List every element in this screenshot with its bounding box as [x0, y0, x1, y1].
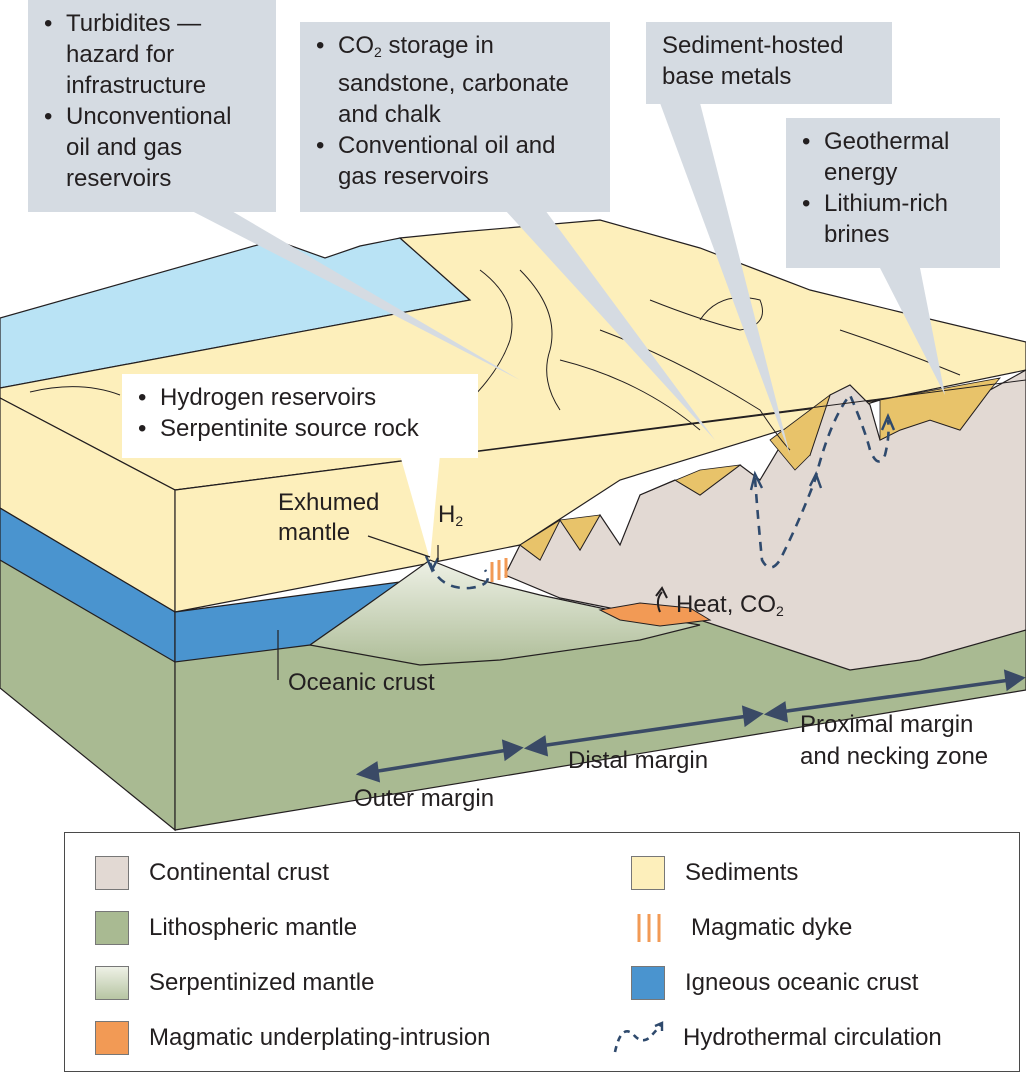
pointer-hydrogen [400, 455, 440, 560]
callout-turbidites: Turbidites — hazard for infrastructure U… [28, 0, 276, 212]
synrift-wedge-1 [769, 393, 831, 471]
magmatic-dykes [490, 558, 508, 582]
callout-base-metals-text: Sediment-hosted base metals [662, 32, 844, 90]
label-exhumed-mantle: Exhumed mantle [278, 489, 380, 546]
hydrothermal-circulation-icon [613, 1021, 664, 1053]
callout-hydrogen: Hydrogen reservoirs Serpentinite source … [122, 374, 478, 458]
callout-base-metals: Sediment-hosted base metals [646, 22, 892, 104]
legend-item: Sediments [631, 855, 798, 891]
legend-label: Serpentinized mantle [149, 969, 375, 996]
magmatic-underplating [598, 602, 712, 627]
callout-geothermal-item: Geothermal energy [800, 126, 986, 188]
legend: Continental crust Lithospheric mantle Se… [64, 832, 1020, 1072]
callout-geothermal: Geothermal energy Lithium-rich brines [786, 118, 1000, 268]
pointer-base-metals [660, 103, 790, 455]
legend-item: Igneous oceanic crust [631, 965, 918, 1001]
hydrothermal-circulation [428, 392, 890, 590]
legend-label: Lithospheric mantle [149, 914, 358, 941]
synrift-wedge-4 [519, 514, 601, 561]
legend-swatch-lithospheric-mantle [95, 911, 129, 945]
callout-turbidites-item: Turbidites — hazard for infrastructure [42, 8, 262, 101]
callout-conventional-item: Conventional oil and gas reservoirs [314, 130, 596, 192]
synrift-wedge-2 [879, 377, 1002, 441]
legend-label: Magmatic dyke [691, 914, 853, 941]
zone-proximal-line2: and necking zone [800, 743, 989, 770]
synrift-wedge-3 [639, 464, 742, 496]
legend-item: Lithospheric mantle [95, 910, 357, 946]
callout-co2-item: CO2 storage in sandstone, carbonate and … [314, 30, 596, 130]
callout-co2-storage: CO2 storage in sandstone, carbonate and … [300, 22, 610, 212]
hydrothermal-arrowheads [424, 412, 896, 573]
legend-swatch-igneous-oceanic-crust [631, 966, 665, 1000]
legend-swatch-magmatic-underplating [95, 1021, 129, 1055]
pointer-co2 [505, 210, 715, 440]
legend-label: Magmatic underplating-intrusion [149, 1024, 491, 1051]
zone-distal-margin: Distal margin [568, 747, 709, 774]
callout-turbidites-item: Unconventional oil and gas reservoirs [42, 101, 262, 194]
pointer-turbidites [190, 210, 520, 380]
label-heat-co2: Heat, CO2 [676, 591, 784, 619]
legend-label: Sediments [685, 859, 799, 886]
callout-hydrogen-item: Serpentinite source rock [136, 413, 464, 444]
heat-arrow [656, 591, 663, 613]
label-oceanic-crust: Oceanic crust [288, 669, 435, 696]
legend-item: Serpentinized mantle [95, 965, 374, 1001]
zone-proximal-line1: Proximal margin [800, 711, 974, 738]
legend-item: Magmatic underplating-intrusion [95, 1020, 491, 1056]
zone-arrows [355, 669, 1026, 783]
legend-swatch-serpentinized-mantle [95, 966, 129, 1000]
zone-outer-margin: Outer margin [354, 785, 495, 812]
legend-label: Continental crust [149, 859, 330, 886]
legend-item: Continental crust [95, 855, 329, 891]
legend-swatch-continental-crust [95, 856, 129, 890]
legend-item: Hydrothermal circulation [611, 1020, 942, 1056]
label-h2: H2 [438, 501, 464, 529]
legend-label: Igneous oceanic crust [685, 969, 919, 996]
callout-hydrogen-item: Hydrogen reservoirs [136, 382, 464, 413]
legend-item: Magmatic dyke [631, 910, 852, 946]
legend-label: Hydrothermal circulation [683, 1024, 942, 1051]
pointer-geothermal [880, 268, 945, 395]
legend-swatch-sediments [631, 856, 665, 890]
magmatic-dyke-icon [637, 914, 661, 942]
callout-geothermal-item: Lithium-rich brines [800, 188, 986, 250]
leader-exhumed-mantle [367, 535, 431, 558]
